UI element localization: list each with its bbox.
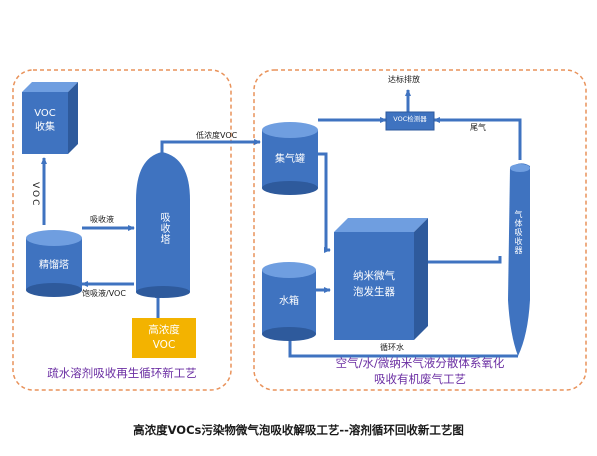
generator-label-line1: 纳米微气 [353, 270, 395, 282]
gas-separator [508, 163, 530, 356]
water-tank-label: 水箱 [279, 296, 299, 307]
absorber-label: 吸收塔 [158, 212, 169, 245]
right-panel-caption-line2: 吸收有机废气工艺 [374, 372, 466, 386]
pipe-circulating-water [288, 338, 518, 358]
tail-gas-label: 尾气 [470, 123, 486, 132]
voc-collect-label-line2: 收集 [35, 122, 55, 133]
pipe-low-voc [160, 139, 261, 158]
gas-tank-label: 集气罐 [275, 154, 305, 165]
voc-detector [385, 111, 435, 131]
discharge-label: 达标排放 [388, 75, 420, 84]
nano-bubble-generator [334, 218, 428, 340]
absorbent-label: 吸收液 [90, 215, 114, 224]
high-voc-label-line2: VOC [152, 339, 176, 351]
separator-label: 气体吸收器 [514, 210, 523, 255]
voc-collect-box [22, 82, 78, 154]
pipe-gas-to-generator [318, 152, 331, 253]
high-voc-label-line1: 高浓度 [148, 324, 180, 336]
gas-tank [262, 122, 318, 195]
left-panel-border [12, 69, 232, 391]
voc-collect-label-line1: VOC [34, 108, 56, 119]
circulating-water-label: 循环水 [380, 343, 404, 352]
pipe-generator-to-separator [420, 256, 502, 264]
generator-label-line2: 泡发生器 [353, 286, 395, 298]
rectifier-tower [26, 230, 82, 297]
voc-detector-label: VOC检测器 [393, 115, 427, 123]
low-voc-label: 低浓度VOC [196, 131, 238, 140]
high-voc-box [132, 318, 196, 358]
right-panel-border [253, 69, 587, 391]
rectifier-label: 精馏塔 [39, 260, 69, 271]
water-tank [262, 262, 316, 341]
figure-caption: 高浓度VOCs污染物微气泡吸收解吸工艺--溶剂循环回收新工艺图 [133, 423, 464, 437]
right-panel-caption-line1: 空气/水/微纳米气液分散体系氧化 [335, 356, 505, 370]
rich-liquid-label: 饱吸液/VOC [82, 289, 126, 298]
pipe-tail-gas [433, 117, 522, 160]
voc-arrow-label: VOC [30, 182, 40, 208]
absorber-tower [136, 152, 190, 298]
left-panel-caption: 疏水溶剂吸收再生循环新工艺 [47, 366, 197, 380]
